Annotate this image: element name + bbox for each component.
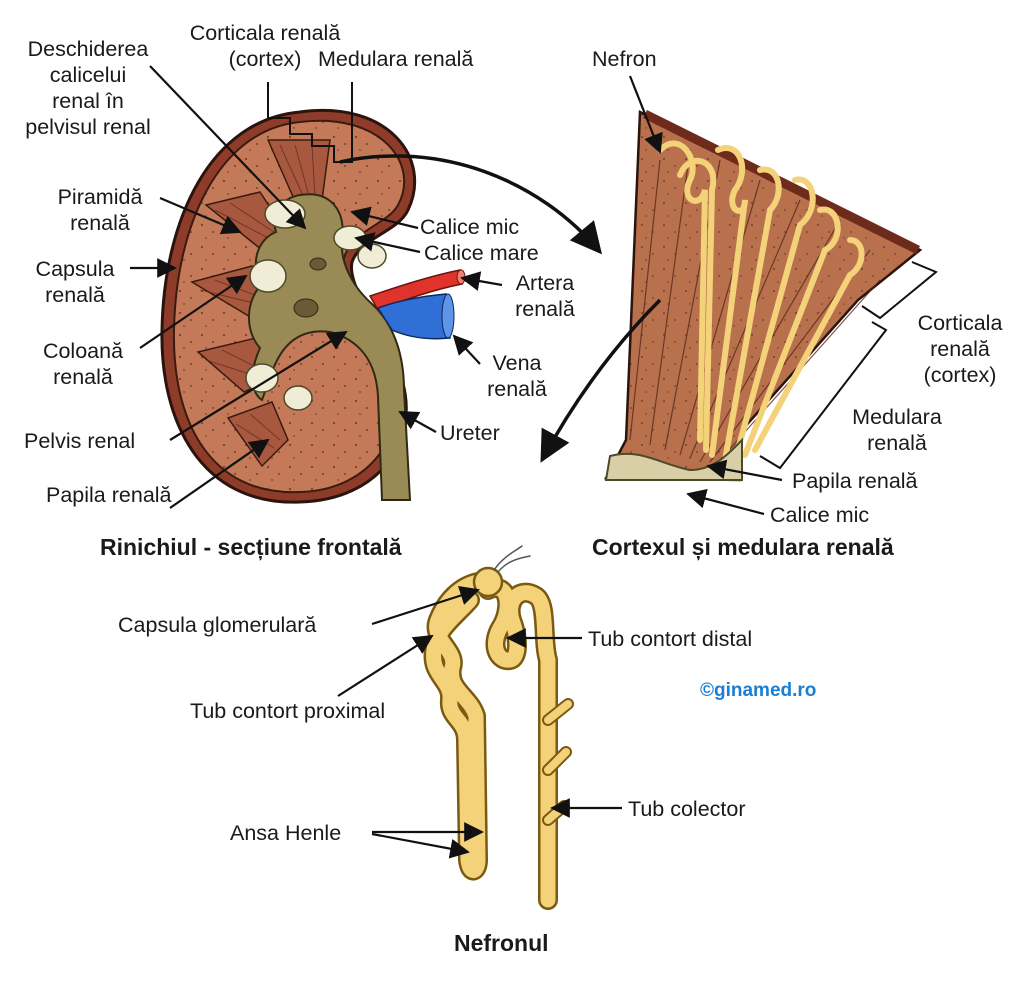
label-kidney-medulla: Medulara renală bbox=[318, 47, 474, 71]
caption-kidney: Rinichiul - secțiune frontală bbox=[100, 534, 402, 560]
glomerulus bbox=[472, 566, 504, 598]
nephron-diagram bbox=[423, 545, 574, 910]
label-proximal-tubule: Tub contort proximal bbox=[190, 699, 386, 723]
label-kidney-papilla: Papila renală bbox=[46, 483, 172, 507]
label-minor-calyx: Calice mic bbox=[420, 215, 520, 239]
cortex-medulla-detail bbox=[603, 109, 938, 482]
label-major-calyx: Calice mare bbox=[424, 241, 539, 265]
label-renal-pelvis: Pelvis renal bbox=[24, 429, 136, 453]
kidney-section bbox=[160, 82, 466, 504]
credit-text: ©ginamed.ro bbox=[700, 680, 817, 701]
label-henle-loop: Ansa Henle bbox=[230, 821, 342, 845]
caption-nephron: Nefronul bbox=[454, 930, 549, 956]
nephron-tubules bbox=[657, 140, 865, 463]
label-detail-papilla: Papila renală bbox=[792, 469, 918, 493]
label-renal-artery: Artera renală bbox=[515, 271, 575, 321]
label-detail-minor-calyx: Calice mic bbox=[770, 503, 870, 527]
label-detail-medulla: Medulara renală bbox=[852, 405, 942, 455]
label-detail-cortex: Corticala renală (cortex) bbox=[917, 311, 1003, 387]
caption-cortex-medulla: Cortexul și medulara renală bbox=[592, 534, 894, 560]
label-renal-vein: Vena renală bbox=[487, 351, 547, 401]
label-renal-capsule: Capsula renală bbox=[35, 257, 115, 307]
label-renal-pyramid: Piramidă renală bbox=[57, 185, 143, 235]
label-distal-tubule: Tub contort distal bbox=[588, 627, 753, 651]
label-renal-column: Coloană renală bbox=[42, 339, 124, 389]
label-kidney-cortex: Corticala renală (cortex) bbox=[189, 21, 341, 71]
label-nephron: Nefron bbox=[592, 47, 657, 71]
label-glomerular-capsule: Capsula glomerulară bbox=[118, 613, 317, 637]
label-ureter: Ureter bbox=[440, 421, 500, 445]
label-collecting-tube: Tub colector bbox=[628, 797, 746, 821]
label-calyx-opening: Deschiderea calicelui renal în pelvisul … bbox=[25, 37, 151, 139]
